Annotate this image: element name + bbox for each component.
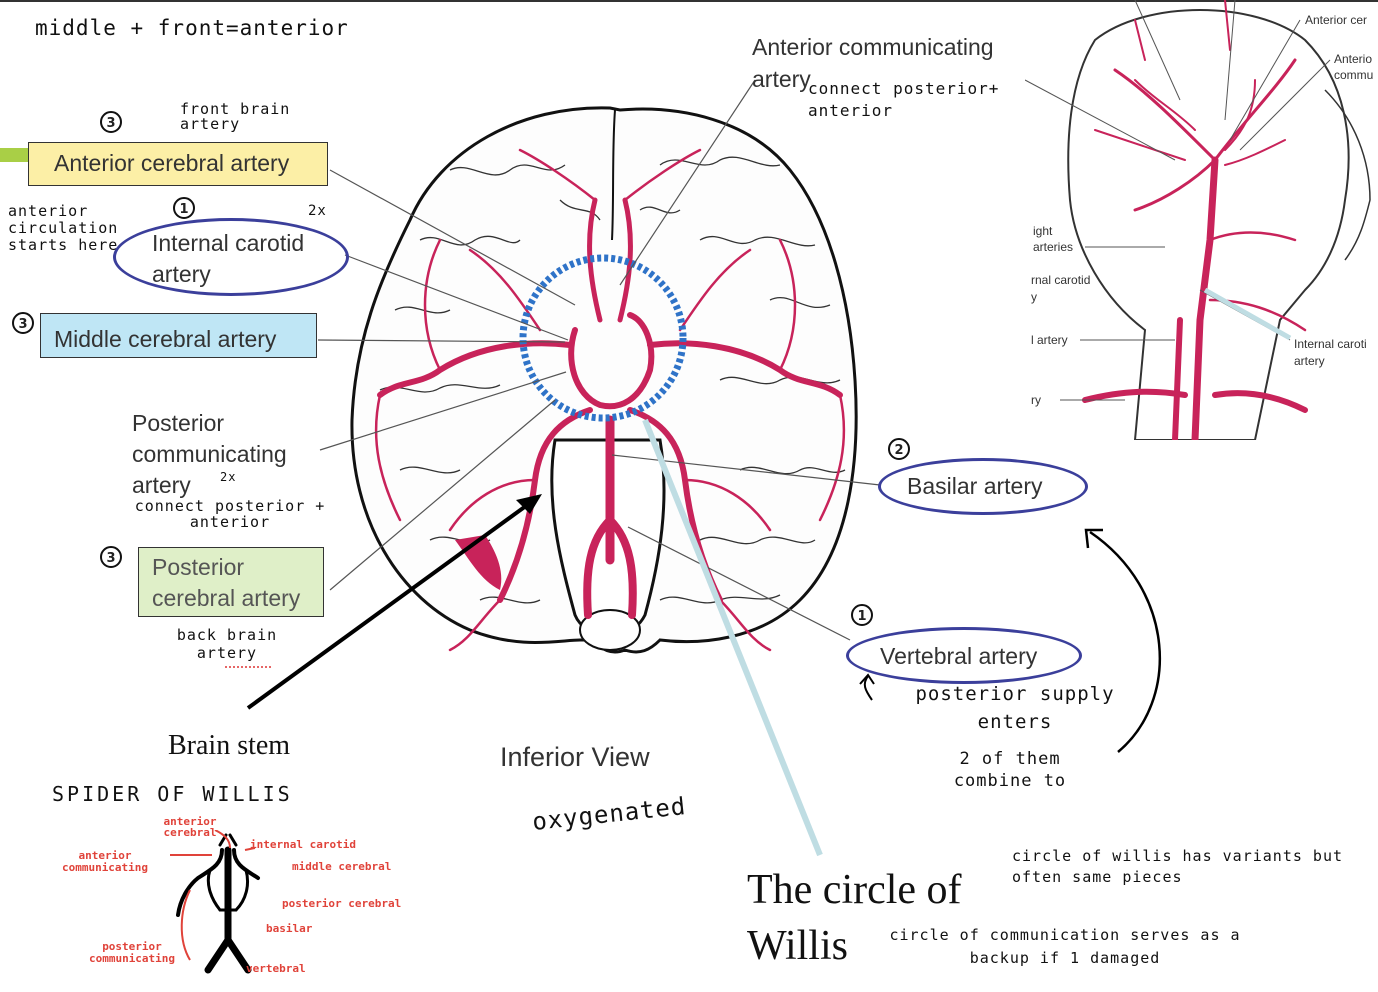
spider-title: SPIDER OF WILLIS	[52, 782, 293, 806]
spider-label-posterior-cerebral: posterior cerebral	[282, 897, 402, 910]
note-middle-front-anterior: middle + front=anterior	[35, 16, 349, 40]
medulla-end	[579, 609, 641, 651]
pcom-label-line1: Posterior	[132, 410, 225, 436]
spider-label-posterior-communicating: posterior communicating	[88, 940, 176, 965]
head-inset	[1025, 0, 1371, 440]
note-anterior-circulation: anterior circulation starts here	[8, 202, 119, 254]
inset-rnal-carotid-1: rnal carotid	[1031, 273, 1091, 287]
circle-of-willis-highlight	[519, 254, 687, 422]
aca-label-box	[28, 142, 328, 186]
brain-stem-arrow	[246, 501, 532, 710]
inset-commu: commu	[1334, 68, 1374, 82]
ica-label-line2: artery	[152, 261, 211, 287]
inset-l-artery: l artery	[1031, 333, 1068, 347]
spider-label-anterior-cerebral: anterior cerebral	[163, 815, 217, 839]
note-connect-pcom: connect posterior + anterior	[134, 497, 326, 531]
number-vertebral: 1	[851, 604, 873, 626]
number-aca: 3	[100, 111, 122, 133]
inset-anterior-cer: Anterior cer	[1305, 13, 1368, 27]
mca-label: Middle cerebral artery	[54, 326, 277, 352]
curved-arrow	[1089, 530, 1162, 753]
circle-pointer	[642, 418, 823, 857]
circle-path	[568, 312, 655, 410]
brain-stem-label: Brain stem	[168, 730, 291, 761]
inset-artery: artery	[1294, 354, 1325, 368]
acom-label-line2: artery	[752, 66, 811, 92]
spider-label-middle-cerebral: middle cerebral	[292, 860, 392, 873]
inset-ry: ry	[1031, 393, 1041, 407]
note-front-brain-artery: front brain artery	[180, 100, 291, 133]
inset-right-arteries-2: arteries	[1033, 240, 1074, 254]
vertebral-right-path	[606, 516, 637, 619]
mca-right-path	[647, 340, 843, 398]
spider-label-basilar: basilar	[266, 922, 313, 935]
vertebral-label: Vertebral artery	[880, 643, 1038, 669]
number-basilar: 2	[888, 438, 910, 460]
ica-oval	[113, 218, 349, 296]
number-mca: 3	[12, 312, 34, 334]
longitudinal-fissure	[611, 109, 616, 241]
vertebral-oval	[846, 627, 1082, 684]
inset-right-arteries-1: ight	[1033, 224, 1053, 238]
acom-label-line1: Anterior communicating	[752, 34, 994, 60]
pca-label-box	[138, 547, 324, 617]
mca-label-box	[40, 313, 317, 358]
aca-path	[587, 197, 633, 323]
note-connect-acom: connect posterior+ anterior	[808, 79, 1000, 120]
inset-internal-caroti: Internal caroti	[1294, 337, 1367, 351]
pcom-label-line2: communicating	[132, 441, 287, 467]
spider-label-vertebral: vertebral	[246, 962, 306, 975]
inferior-view-label: Inferior View	[500, 742, 650, 772]
brain-outline	[350, 106, 858, 654]
note-2-combine: 2 of them combine to	[953, 749, 1067, 791]
number-ica: 1	[173, 197, 195, 219]
top-border	[0, 0, 1378, 2]
mca-left-path	[377, 340, 573, 398]
note-variants: circle of willis has variants but often …	[1012, 847, 1344, 886]
ica-label-line1: Internal carotid	[152, 230, 305, 256]
vertebral-left-path	[583, 516, 614, 619]
pca-label-line1: Posterior	[152, 554, 245, 580]
basilar-oval	[878, 458, 1088, 515]
circle-of-willis-line1: The circle of	[747, 867, 962, 913]
spider-label-anterior-communicating: anterior communicating	[61, 849, 149, 874]
note-backup: circle of communication serves as a back…	[889, 926, 1241, 967]
inset-anterio: Anterio	[1334, 52, 1373, 66]
inset-rnal-carotid-2: y	[1031, 290, 1037, 304]
pcom-label-line3: artery	[132, 472, 191, 498]
circle-of-willis-line2: Willis	[747, 923, 848, 969]
note-back-brain-artery: back brain artery	[176, 626, 278, 662]
aca-label: Anterior cerebral artery	[54, 150, 290, 176]
note-posterior-supply: posterior supply enters	[915, 683, 1115, 733]
spider-drawing	[170, 830, 260, 974]
pca-label-line2: cerebral artery	[152, 585, 301, 611]
number-pca: 3	[100, 546, 122, 568]
note-2x-ica: 2x	[308, 203, 327, 219]
spider-label-internal-carotid: internal carotid	[250, 838, 356, 851]
note-2x-pcom: 2x	[220, 470, 237, 484]
basilar-label: Basilar artery	[907, 473, 1043, 499]
